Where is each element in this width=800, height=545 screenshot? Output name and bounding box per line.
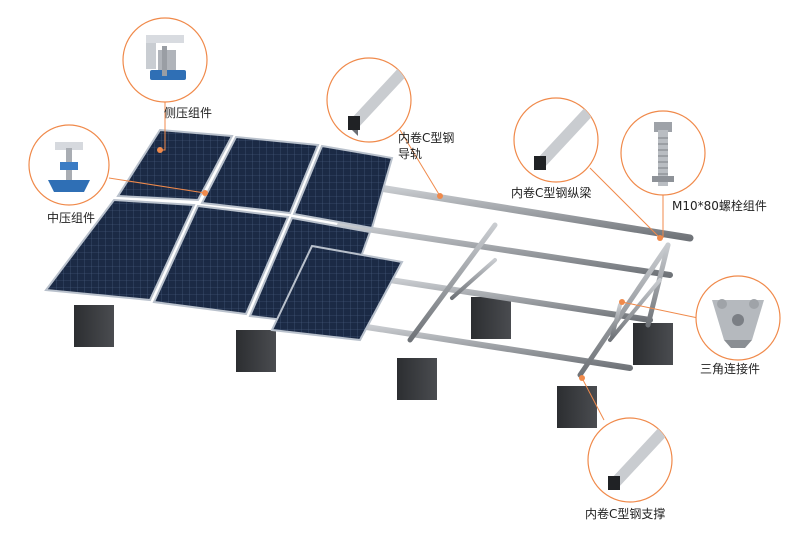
connection-dots — [157, 147, 663, 381]
concrete-block — [557, 386, 597, 428]
side-clamp-part-icon — [146, 35, 186, 80]
concrete-blocks — [74, 297, 673, 428]
callout-mid-clamp — [28, 124, 110, 206]
label-guide-rail-line1: 内卷C型钢 — [398, 131, 455, 145]
label-side-clamp: 侧压组件 — [164, 106, 213, 120]
mid-clamp-part-icon — [48, 142, 90, 192]
c-channel-rail-icon — [348, 62, 411, 136]
label-triangle-connector: 三角连接件 — [700, 362, 761, 376]
callout-bolt — [620, 110, 706, 196]
concrete-block — [236, 330, 276, 372]
c-channel-support-icon — [608, 422, 672, 490]
callout-rail — [326, 57, 412, 143]
label-bolt-assembly: M10*80螺栓组件 — [672, 199, 767, 213]
triangle-connector-part-icon — [712, 299, 764, 348]
concrete-block — [633, 323, 673, 365]
concrete-block — [74, 305, 114, 347]
bolt-part-icon — [652, 122, 674, 186]
c-channel-beam-icon — [534, 102, 598, 170]
leader-lines — [108, 102, 699, 421]
callout-support — [587, 417, 673, 503]
label-longitudinal-beam: 内卷C型钢纵梁 — [511, 186, 592, 200]
concrete-block — [397, 358, 437, 400]
steel-frame — [337, 184, 694, 378]
solar-array — [44, 128, 404, 342]
solar-panel — [200, 135, 320, 215]
solar-panel — [116, 128, 234, 202]
label-mid-clamp: 中压组件 — [47, 211, 96, 225]
label-support: 内卷C型钢支撑 — [585, 507, 666, 521]
callout-beam — [513, 97, 599, 183]
solar-panel — [152, 204, 290, 316]
concrete-block — [471, 297, 511, 339]
callout-triangle-connector — [695, 275, 781, 361]
callout-side-clamp — [122, 17, 208, 103]
solar-panel — [44, 198, 196, 302]
solar-panel — [270, 244, 404, 342]
solar-panel — [292, 144, 394, 230]
label-guide-rail-line2: 导轨 — [398, 147, 423, 161]
